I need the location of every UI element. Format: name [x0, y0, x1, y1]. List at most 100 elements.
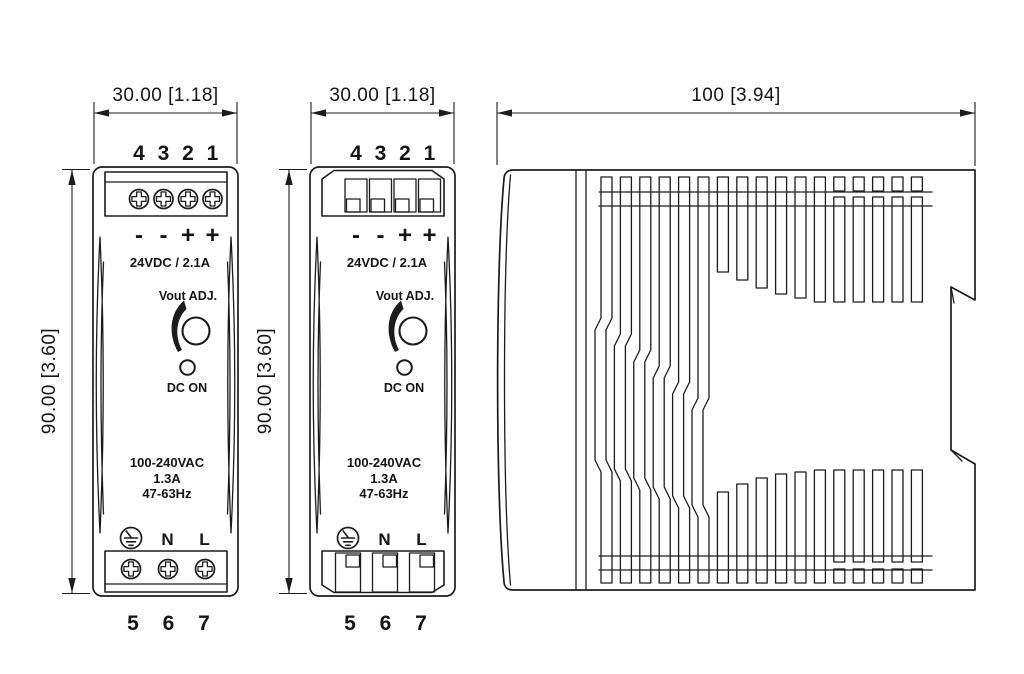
vent-slot	[774, 473, 788, 584]
arrowhead-left-icon	[94, 109, 109, 117]
arrowhead-down-icon	[285, 578, 293, 593]
extension-lines	[279, 168, 307, 595]
vent-slot	[671, 176, 691, 584]
side-groove-right	[226, 236, 236, 534]
input-rating-line2: 1.3A	[153, 471, 181, 486]
vent-slot	[755, 176, 768, 289]
line-label: L	[199, 530, 209, 549]
vent-slot	[736, 483, 749, 584]
bezel-body-seam	[575, 169, 587, 591]
neutral-label: N	[378, 530, 390, 549]
vent-slot	[813, 176, 827, 303]
vent-slot	[910, 196, 924, 303]
vent-slot	[891, 568, 904, 584]
side-groove-left	[312, 236, 322, 534]
vent-slot	[613, 176, 633, 584]
dim-label-front-width-a: 30.00 [1.18]	[112, 85, 218, 106]
polarity-mark: -	[135, 222, 143, 249]
arrowhead-up-icon	[285, 170, 293, 185]
vent-slot	[691, 176, 710, 584]
top-terminal-numbers: 4 3 2 1	[350, 142, 436, 165]
dc-on-label: DC ON	[167, 381, 207, 395]
dim-height-left: 90.00 [3.60]	[39, 168, 90, 595]
polarity-mark: +	[205, 222, 219, 249]
dim-label-side-depth: 100 [3.94]	[691, 85, 781, 106]
adjust-arrow-icon	[388, 300, 404, 352]
polarity-marks: - - + +	[135, 222, 220, 249]
dc-on-led	[179, 359, 196, 376]
vent-slot	[736, 176, 749, 281]
terminal-number: 4	[133, 142, 145, 165]
body-outline	[496, 169, 976, 591]
arrowhead-left-icon	[311, 109, 326, 117]
vent-slot	[871, 469, 885, 563]
bottom-terminal-numbers: 5 6 7	[344, 612, 427, 635]
vent-slot	[852, 196, 865, 303]
vent-slot	[891, 196, 904, 303]
input-rating-line1: 100-240VAC	[347, 455, 422, 470]
vent-slot	[716, 491, 730, 584]
arrowhead-down-icon	[68, 578, 76, 593]
top-terminal-numbers: 4 3 2 1	[133, 142, 219, 165]
bottom-terminal-block	[321, 550, 445, 594]
vent-slot	[794, 176, 807, 299]
input-rating-line3: 47-63Hz	[142, 486, 192, 501]
dim-label-front-width-b: 30.00 [1.18]	[329, 85, 435, 106]
vent-slot	[833, 568, 846, 584]
vent-slot	[910, 469, 924, 563]
front-view-open-terminals: 4 3 2 1 - - + + 24VDC / 2.1A Vout ADJ. D…	[309, 142, 456, 635]
terminal-block-outline	[321, 169, 445, 217]
vout-adjust-knob	[388, 300, 428, 352]
polarity-mark: -	[160, 222, 168, 249]
dc-on-label: DC ON	[384, 381, 424, 395]
terminal-number: 2	[182, 142, 194, 165]
din-clip-hooks	[950, 286, 963, 462]
terminal-number: 1	[424, 142, 436, 165]
dim-front-width-a: 30.00 [1.18]	[93, 85, 238, 164]
arrowhead-right-icon	[439, 109, 454, 117]
vent-slot	[833, 469, 846, 563]
body-outline	[309, 166, 456, 597]
top-terminal-block	[321, 169, 445, 217]
bottom-terminal-block	[104, 550, 228, 593]
extension-lines	[496, 102, 976, 166]
side-groove-left	[95, 236, 105, 534]
vout-adj-label: Vout ADJ.	[159, 289, 217, 303]
vent-slot	[774, 176, 788, 295]
vent-slot	[852, 176, 865, 192]
dc-on-led	[396, 359, 413, 376]
vent-slot	[910, 568, 924, 584]
vent-slot	[871, 176, 885, 192]
polarity-mark: +	[422, 222, 436, 249]
vent-slot	[891, 176, 904, 192]
arrowhead-right-icon	[960, 109, 975, 117]
terminal-number: 6	[380, 612, 392, 635]
terminal-number: 3	[375, 142, 387, 165]
polarity-marks: - - + +	[352, 222, 437, 249]
polarity-mark: -	[377, 222, 385, 249]
dim-height-middle: 90.00 [3.60]	[255, 168, 307, 595]
line-label: L	[416, 530, 426, 549]
input-rating-line2: 1.3A	[370, 471, 398, 486]
top-terminal-block	[104, 171, 228, 217]
vent-slot	[891, 469, 904, 563]
knob-circle	[398, 316, 428, 346]
vent-slot	[871, 568, 885, 584]
terminal-number: 5	[127, 612, 139, 635]
terminal-number: 7	[198, 612, 210, 635]
extension-lines	[62, 168, 90, 595]
arrowhead-left-icon	[497, 109, 512, 117]
terminal-number: 2	[399, 142, 411, 165]
extension-lines	[310, 102, 455, 164]
bottom-terminal-numbers: 5 6 7	[127, 612, 210, 635]
vent-slot	[833, 176, 846, 192]
dim-label-height-middle: 90.00 [3.60]	[255, 328, 276, 434]
vent-slot	[794, 471, 807, 584]
vent-slot	[852, 568, 865, 584]
vent-slot	[716, 176, 730, 273]
polarity-mark: -	[352, 222, 360, 249]
arrowhead-right-icon	[222, 109, 237, 117]
vent-slot	[871, 196, 885, 303]
